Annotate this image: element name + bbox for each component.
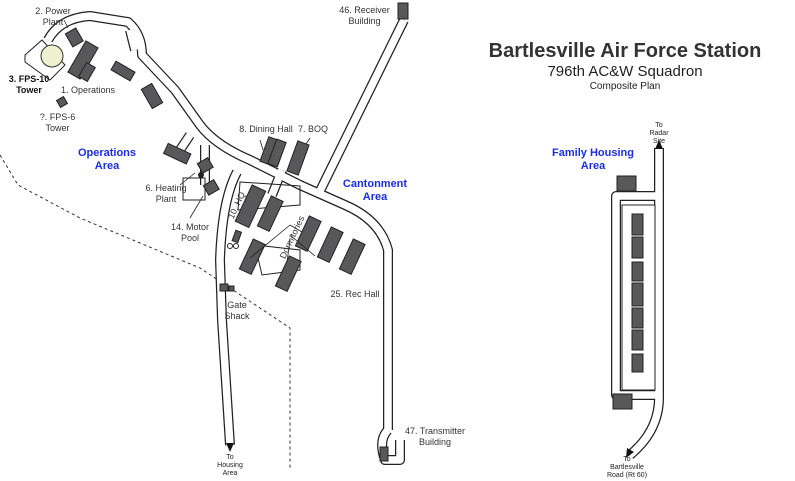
fps10-tower [40, 44, 64, 68]
family-house [612, 393, 633, 410]
boq [286, 140, 310, 176]
ops-building-c [162, 142, 192, 165]
fps6-tower [55, 95, 69, 109]
motor-pool [202, 178, 220, 196]
receiver-building [397, 2, 409, 20]
rec-hall [338, 238, 366, 276]
label-rec-hall: 25. Rec Hall [330, 289, 380, 299]
arrows [226, 140, 663, 458]
page-title: Bartlesville Air Force Station [488, 40, 762, 62]
ops-building-a [110, 60, 136, 82]
label-dining-hall: 8. Dining Hall [239, 124, 293, 134]
roads [43, 11, 665, 465]
transmitter-building [379, 446, 389, 462]
label-operations: 1. Operations [60, 85, 116, 95]
gate-shack [219, 283, 229, 292]
caption: Composite Plan [589, 81, 661, 92]
operations-annex [77, 61, 97, 83]
subtitle: 796th AC&W Squadron [547, 63, 703, 80]
dorm-5 [316, 226, 344, 264]
small-building [231, 229, 243, 244]
heating-plant [196, 156, 214, 174]
boundary-line [0, 154, 291, 470]
label-boq: 7. BOQ [298, 124, 329, 134]
dorm-4 [294, 215, 322, 253]
family-house [616, 175, 637, 192]
hq [234, 184, 267, 229]
dorm-3 [274, 255, 302, 293]
ops-building-b [140, 82, 164, 110]
dining-hall-annex [267, 138, 287, 168]
power-plant [64, 27, 84, 48]
dorm-1 [256, 195, 284, 233]
